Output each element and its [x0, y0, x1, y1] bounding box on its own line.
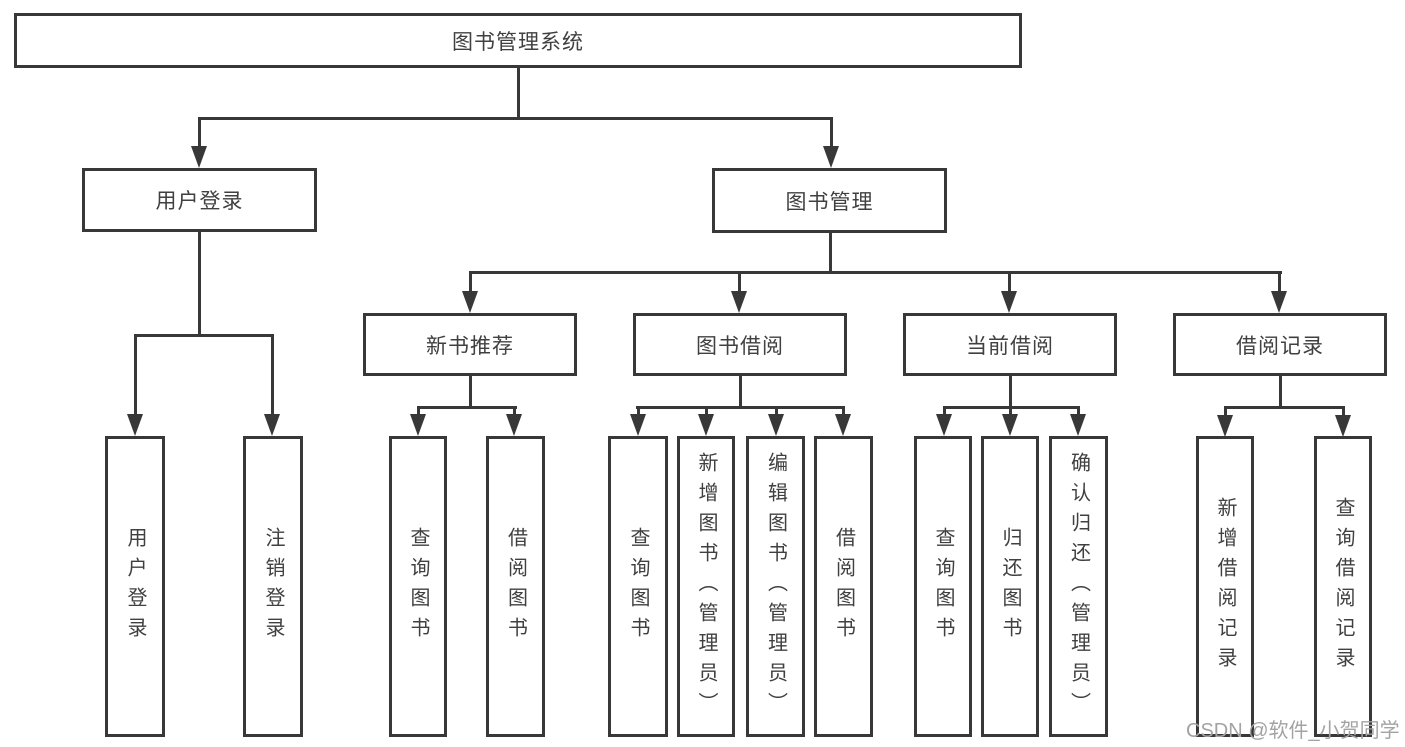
- node-book-management: 图书管理: [712, 168, 947, 233]
- connector-user-login-stem: [198, 232, 201, 337]
- node-current-borrow-label: 当前借阅: [966, 334, 1054, 358]
- arrow-down-icon: [768, 414, 784, 436]
- arrow-down-icon: [698, 414, 714, 436]
- node-user-login-label: 用户登录: [155, 190, 244, 213]
- leaf-bb-query-books: 查询图书: [608, 436, 668, 737]
- connector-root-bar: [198, 117, 832, 120]
- connector-current-borrow-stem: [1009, 376, 1012, 409]
- arrow-down-icon: [1271, 291, 1287, 313]
- node-new-book-recommend-label: 新书推荐: [426, 334, 514, 358]
- leaf-bb-borrow-books-label: 借阅图书: [832, 526, 855, 647]
- arrow-down-icon: [1001, 291, 1017, 313]
- arrow-down-icon: [410, 414, 426, 436]
- leaf-br-add-record-label: 新增借阅记录: [1214, 496, 1236, 677]
- connector-drop-nb-query: [417, 406, 420, 416]
- arrow-down-icon: [1070, 414, 1086, 436]
- connector-drop-borrow-record: [1278, 271, 1281, 293]
- arrow-down-icon: [506, 414, 522, 436]
- arrow-down-icon: [835, 414, 851, 436]
- connector-drop-current-borrow: [1008, 271, 1011, 293]
- leaf-cb-query-books: 查询图书: [914, 436, 972, 737]
- leaf-bb-borrow-books: 借阅图书: [814, 436, 873, 737]
- connector-book-management-stem: [829, 233, 832, 274]
- leaf-br-query-record: 查询借阅记录: [1314, 436, 1372, 737]
- node-book-borrow-label: 图书借阅: [696, 334, 784, 358]
- arrow-down-icon: [1002, 414, 1018, 436]
- arrow-down-icon: [1335, 415, 1351, 437]
- node-borrow-record: 借阅记录: [1173, 313, 1387, 376]
- leaf-nb-query-books-label: 查询图书: [407, 526, 429, 647]
- connector-borrow-record-stem: [1279, 376, 1282, 409]
- connector-drop-bb-add: [705, 406, 708, 416]
- arrow-down-icon: [630, 414, 646, 436]
- connector-new-book-stem: [469, 376, 472, 409]
- arrow-down-icon: [462, 291, 478, 313]
- connector-drop-br-add: [1224, 406, 1227, 417]
- leaf-logout: 注销登录: [243, 436, 303, 737]
- connector-book-borrow-bar: [636, 406, 845, 409]
- arrow-down-icon: [264, 414, 280, 436]
- leaf-logout-label: 注销登录: [262, 526, 284, 647]
- connector-drop-user-login: [198, 117, 201, 149]
- connector-drop-leaf-logout: [271, 334, 274, 416]
- connector-drop-bb-query: [637, 406, 640, 416]
- connector-root-stem: [517, 68, 520, 119]
- leaf-cb-confirm-return-admin: 确认归还（管理员）: [1049, 436, 1108, 737]
- leaf-user-login: 用户登录: [105, 436, 165, 737]
- leaf-cb-return-books-label: 归还图书: [999, 526, 1021, 647]
- connector-drop-new-book: [469, 271, 472, 293]
- node-current-borrow: 当前借阅: [903, 313, 1117, 376]
- node-borrow-record-label: 借阅记录: [1236, 334, 1324, 358]
- connector-drop-br-query: [1342, 406, 1345, 417]
- leaf-cb-query-books-label: 查询图书: [932, 526, 954, 647]
- csdn-watermark: CSDN @软件_小贺同学: [1186, 720, 1400, 742]
- node-root: 图书管理系统: [14, 13, 1022, 68]
- node-book-management-label: 图书管理: [785, 190, 874, 214]
- arrow-down-icon: [127, 414, 143, 436]
- arrow-down-icon: [731, 291, 747, 313]
- leaf-cb-confirm-return-admin-label: 确认归还（管理员）: [1067, 451, 1090, 722]
- connector-drop-cb-return: [1009, 406, 1012, 416]
- leaf-cb-return-books: 归还图书: [981, 436, 1039, 737]
- arrow-down-icon: [1217, 415, 1233, 437]
- connector-new-book-bar: [417, 406, 517, 409]
- leaf-nb-borrow-books: 借阅图书: [486, 436, 545, 737]
- node-book-borrow: 图书借阅: [633, 313, 847, 376]
- arrow-down-icon: [191, 146, 207, 168]
- connector-drop-leaf-user-login: [134, 334, 137, 416]
- node-root-label: 图书管理系统: [452, 30, 584, 54]
- leaf-br-query-record-label: 查询借阅记录: [1332, 496, 1354, 677]
- leaf-nb-query-books: 查询图书: [389, 436, 447, 737]
- connector-drop-bb-borrow: [842, 406, 845, 416]
- connector-borrow-record-bar: [1224, 406, 1345, 409]
- connector-drop-book-borrow: [738, 271, 741, 293]
- arrow-down-icon: [823, 146, 839, 168]
- node-new-book-recommend: 新书推荐: [363, 313, 577, 376]
- arrow-down-icon: [936, 414, 952, 436]
- node-user-login: 用户登录: [82, 168, 317, 232]
- leaf-nb-borrow-books-label: 借阅图书: [504, 526, 527, 647]
- connector-drop-cb-confirm: [1077, 406, 1080, 416]
- connector-book-borrow-stem: [739, 376, 742, 409]
- connector-drop-book-management: [830, 117, 833, 149]
- connector-drop-cb-query: [943, 406, 946, 416]
- leaf-bb-edit-books-admin-label: 编辑图书（管理员）: [764, 451, 787, 722]
- leaf-user-login-label: 用户登录: [124, 526, 146, 647]
- leaf-br-add-record: 新增借阅记录: [1196, 436, 1254, 737]
- leaf-bb-add-books-admin-label: 新增图书（管理员）: [695, 451, 717, 722]
- connector-user-login-bar: [134, 334, 274, 337]
- leaf-bb-query-books-label: 查询图书: [627, 526, 649, 647]
- connector-drop-nb-borrow: [513, 406, 516, 416]
- connector-drop-bb-edit: [775, 406, 778, 416]
- connector-book-management-bar: [469, 271, 1282, 274]
- leaf-bb-edit-books-admin: 编辑图书（管理员）: [746, 436, 805, 737]
- leaf-bb-add-books-admin: 新增图书（管理员）: [677, 436, 735, 737]
